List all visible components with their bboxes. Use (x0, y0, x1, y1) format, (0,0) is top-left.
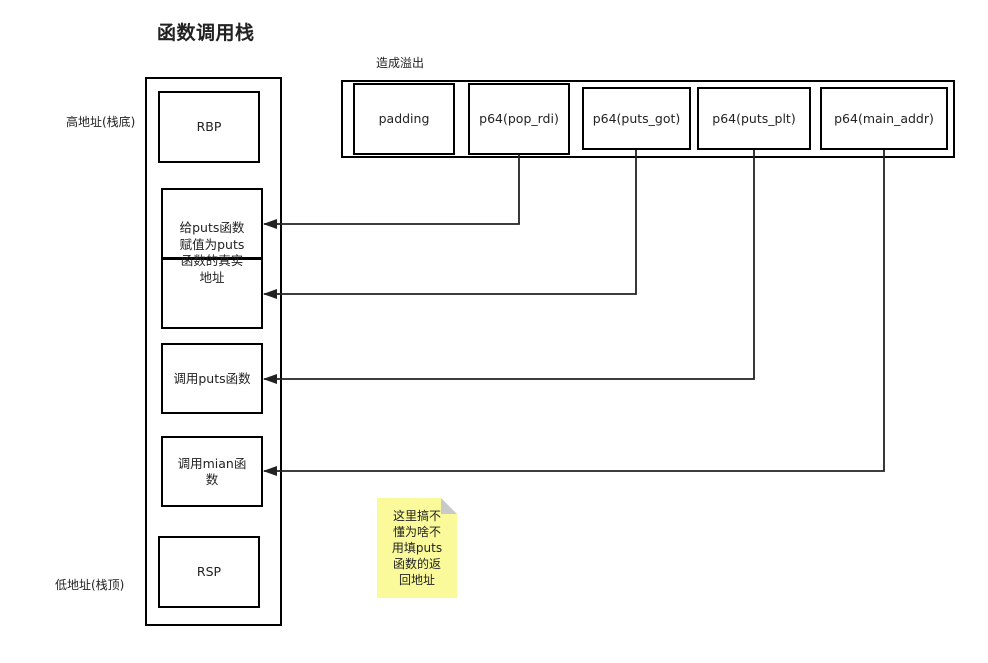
payload-puts-got-label: p64(puts_got) (592, 110, 681, 126)
overflow-label: 造成溢出 (376, 56, 425, 70)
payload-padding-label: padding (378, 111, 430, 126)
note-line-3: 用填puts (391, 541, 443, 555)
stack-box-call-main: 调用mian函 数 (161, 436, 263, 507)
high-address-label: 高地址(栈底) (66, 115, 136, 129)
set-puts-arg-line-4: 地址 (199, 269, 225, 285)
stack-box-rbp-label: RBP (196, 119, 222, 134)
call-main-line-2: 数 (205, 471, 219, 487)
stack-box-call-main-label: 调用mian函 数 (178, 456, 247, 488)
payload-box-pop-rdi: p64(pop_rdi) (468, 83, 570, 155)
payload-box-main-addr: p64(main_addr) (820, 87, 948, 150)
payload-puts-plt-label: p64(puts_plt) (712, 110, 796, 126)
stack-box-call-puts: 调用puts函数 (161, 343, 263, 414)
stack-box-rsp-label: RSP (196, 564, 222, 579)
payload-box-padding: padding (353, 83, 455, 155)
set-puts-arg-line-1: 给puts函数 (179, 220, 245, 235)
arrow-main-addr-to-call-main (263, 150, 885, 476)
arrow-puts-plt-to-call-puts (263, 150, 755, 384)
payload-box-puts-got: p64(puts_got) (582, 87, 691, 150)
stack-box-rsp: RSP (158, 536, 260, 608)
sticky-note: 这里搞不 懂为啥不 用填puts 函数的返 回地址 (377, 498, 457, 598)
note-line-2: 懂为啥不 (392, 525, 441, 539)
note-line-4: 函数的返 (392, 557, 441, 571)
diagram-title: 函数调用栈 (157, 22, 255, 44)
sticky-note-fold (441, 498, 457, 514)
note-line-1: 这里搞不 (392, 509, 441, 523)
payload-box-puts-plt: p64(puts_plt) (697, 87, 811, 150)
low-address-label: 低地址(栈顶) (55, 578, 125, 592)
payload-pop-rdi-label: p64(pop_rdi) (479, 111, 559, 126)
stack-box-rbp: RBP (158, 91, 260, 163)
stack-box-call-puts-label: 调用puts函数 (173, 370, 251, 386)
arrow-pop-rdi-to-set-arg (263, 155, 520, 229)
sticky-note-text: 这里搞不 懂为啥不 用填puts 函数的返 回地址 (392, 508, 442, 588)
call-main-line-1: 调用mian函 (177, 455, 247, 471)
arrow-puts-got-to-set-arg (263, 150, 637, 299)
set-puts-arg-line-2: 赋值为puts (179, 236, 245, 252)
set-puts-arg-line-3: 函数的真实 (180, 253, 244, 268)
set-puts-arg-text: 给puts函数 赋值为puts 函数的真实 地址 (161, 220, 263, 286)
stack-box-set-puts-arg-bottom (161, 258, 263, 329)
payload-main-addr-label: p64(main_addr) (834, 110, 934, 126)
note-line-5: 回地址 (398, 573, 435, 587)
